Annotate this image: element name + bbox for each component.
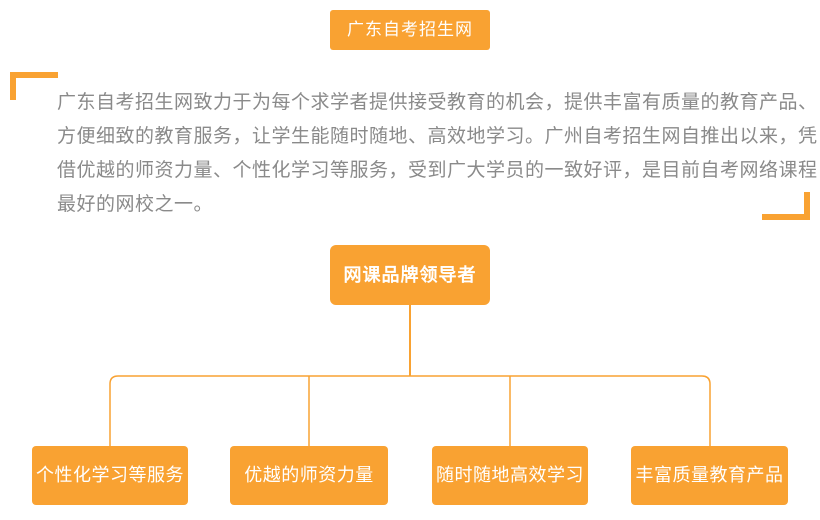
intro-line-4: 最好的网校之一。 [57,194,214,215]
intro-line-2: 方便细致的教育服务，让学生能随时随地、高效地学习。广州自考招生网自推出以来，凭 [57,126,818,147]
tree-leaf-node-teaching-faculty: 优越的师资力量 [230,446,388,505]
bottom-right-corner-bracket-icon [762,192,810,220]
tree-leaf-node-personalized-learning: 个性化学习等服务 [32,446,188,505]
top-left-corner-bracket-icon [10,72,58,100]
intro-line-3: 借优越的师资力量、个性化学习等服务，受到广大学员的一致好评，是目前自考网络课程 [57,160,818,181]
tree-leaf-node-learn-anywhere: 随时随地高效学习 [432,446,588,505]
tree-root-node: 网课品牌领导者 [330,245,490,305]
site-title-banner: 广东自考招生网 [330,10,490,50]
tree-leaf-node-quality-products: 丰富质量教育产品 [631,446,788,505]
intro-line-1: 广东自考招生网致力于为每个求学者提供接受教育的机会，提供丰富有质量的教育产品、 [57,92,818,113]
intro-paragraph: 广东自考招生网致力于为每个求学者提供接受教育的机会，提供丰富有质量的教育产品、 … [57,86,818,222]
